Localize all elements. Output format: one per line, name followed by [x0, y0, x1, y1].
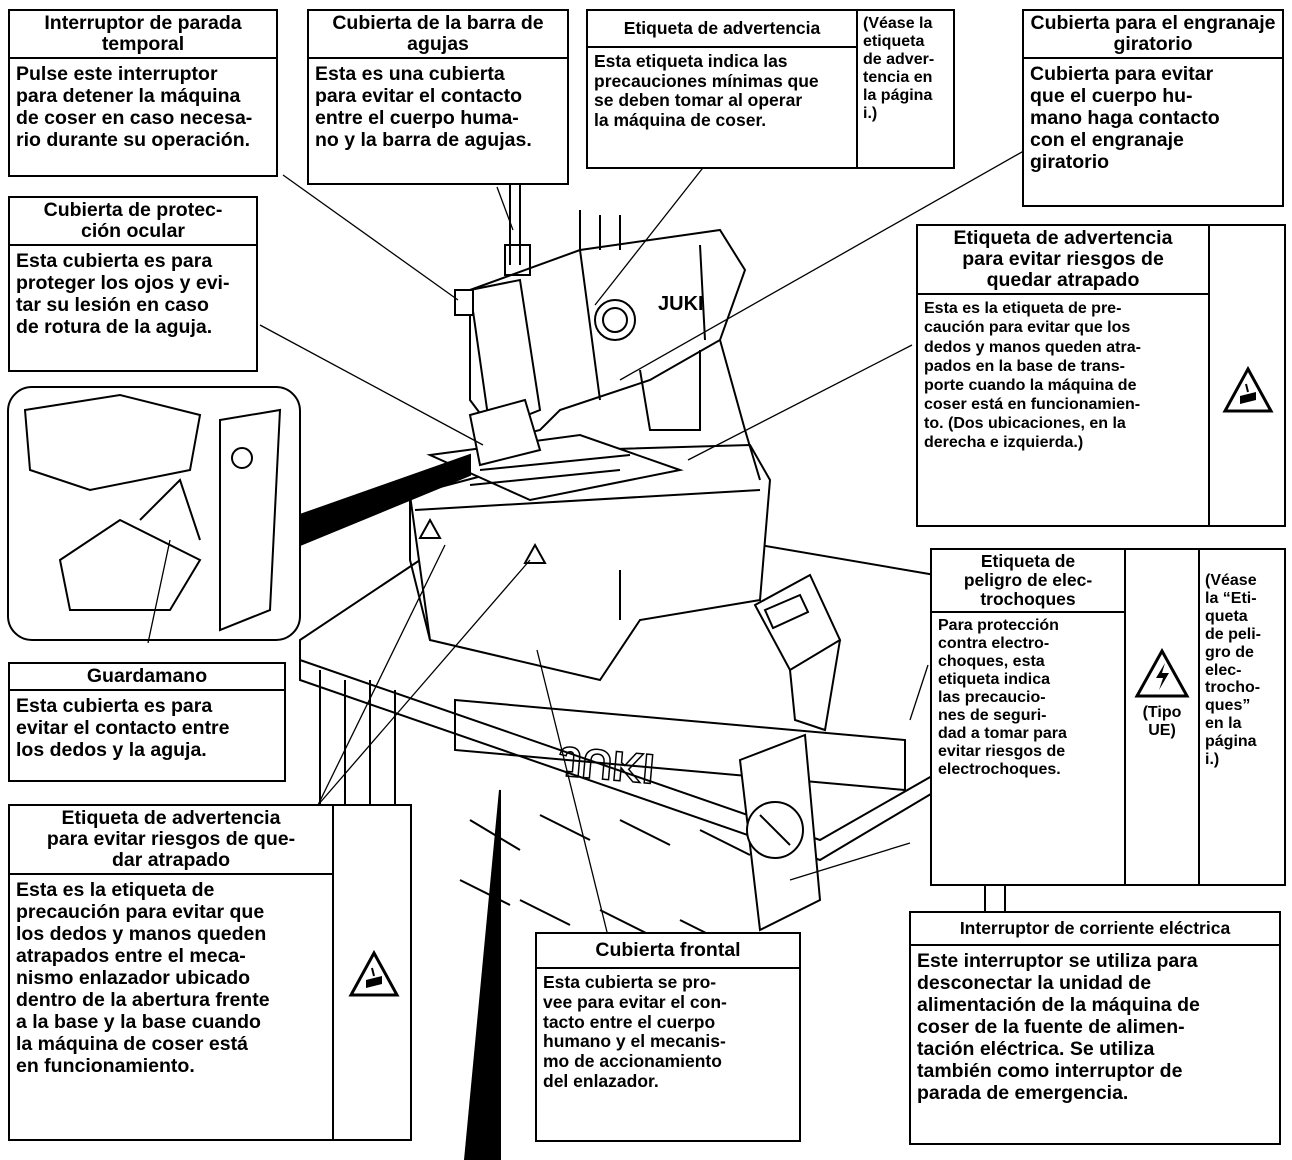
warning-triangle-icon — [348, 950, 400, 997]
callout-title: Etiqueta de advertencia — [588, 11, 856, 48]
detail-inset — [7, 386, 301, 641]
callout-title: Cubierta para el engranaje giratorio — [1024, 11, 1282, 60]
callout-title: Interruptor de parada temporal — [10, 11, 276, 60]
callout-side-note: (Véase la etiqueta de adver- tencia en l… — [863, 15, 935, 122]
callout-text: Esta cubierta se pro- vee para evitar el… — [543, 972, 727, 1091]
electric-label-type: (Tipo UE) — [1142, 704, 1182, 739]
table-stretcher — [454, 698, 906, 792]
callout-text: Esta es la etiqueta de pre- caución para… — [924, 300, 1141, 452]
callout-needle-bar-cover: Cubierta de la barra de agujas Esta es u… — [307, 9, 569, 185]
callout-text: Esta etiqueta indica las precauciones mí… — [594, 50, 819, 131]
pinch-warning-icon — [1222, 366, 1274, 413]
callout-title: Etiqueta de peligro de elec- trochoques — [932, 550, 1124, 613]
callout-eye-guard: Cubierta de protec- ción ocular Esta cub… — [8, 196, 258, 372]
callout-gear-cover: Cubierta para el engranaje giratorio Cub… — [1022, 9, 1284, 207]
callout-title: Cubierta de protec- ción ocular — [10, 198, 256, 247]
callout-text: Este interruptor se utiliza para descone… — [917, 949, 1200, 1105]
callout-title: Etiqueta de advertencia para evitar ries… — [10, 806, 332, 876]
temporary-stop-switch — [454, 289, 474, 316]
callout-title: Cubierta frontal — [537, 934, 799, 970]
electric-shock-icon — [1134, 648, 1190, 698]
callout-text: Esta es la etiqueta de precaución para e… — [16, 879, 270, 1078]
callout-finger-guard: Guardamano Esta cubierta es para evitar … — [8, 662, 286, 782]
callout-pinch-label-right: Etiqueta de advertencia para evitar ries… — [916, 224, 1286, 527]
callout-power-switch: Interruptor de corriente eléctrica Este … — [909, 911, 1281, 1145]
callout-text: Cubierta para evitar que el cuerpo hu- m… — [1030, 63, 1220, 174]
gear-cover — [594, 299, 636, 341]
callout-temporary-stop-switch: Interruptor de parada temporal Pulse est… — [8, 9, 278, 177]
callout-side-note: (Véase la “Eti- queta de peli- gro de el… — [1205, 572, 1262, 769]
callout-text: Pulse este interruptor para detener la m… — [16, 63, 253, 152]
eye-guard — [468, 398, 542, 467]
callout-text: Esta cubierta es para proteger los ojos … — [16, 250, 230, 339]
callout-front-cover: Cubierta frontal Esta cubierta se pro- v… — [535, 932, 801, 1142]
callout-title: Guardamano — [10, 664, 284, 692]
callout-text: Esta es una cubierta para evitar el cont… — [315, 63, 532, 152]
callout-title: Interruptor de corriente eléctrica — [911, 913, 1279, 946]
callout-warning-label: Etiqueta de advertencia Esta etiqueta in… — [586, 9, 955, 169]
callout-title: Etiqueta de advertencia para evitar ries… — [918, 226, 1208, 296]
callout-text: Esta cubierta es para evitar el contacto… — [16, 695, 230, 762]
callout-pinch-label-left: Etiqueta de advertencia para evitar ries… — [8, 804, 412, 1141]
callout-title: Cubierta de la barra de agujas — [309, 11, 567, 60]
machine-base — [408, 443, 772, 682]
machine-head — [468, 278, 542, 432]
callout-text: Para protección contra electro- choques,… — [938, 616, 1067, 779]
callout-electric-shock-label: Etiqueta de peligro de elec- trochoques … — [930, 548, 1286, 886]
machine-brand-text: JUKI — [658, 293, 704, 315]
stretcher-brand-text: JUKI — [557, 738, 656, 793]
